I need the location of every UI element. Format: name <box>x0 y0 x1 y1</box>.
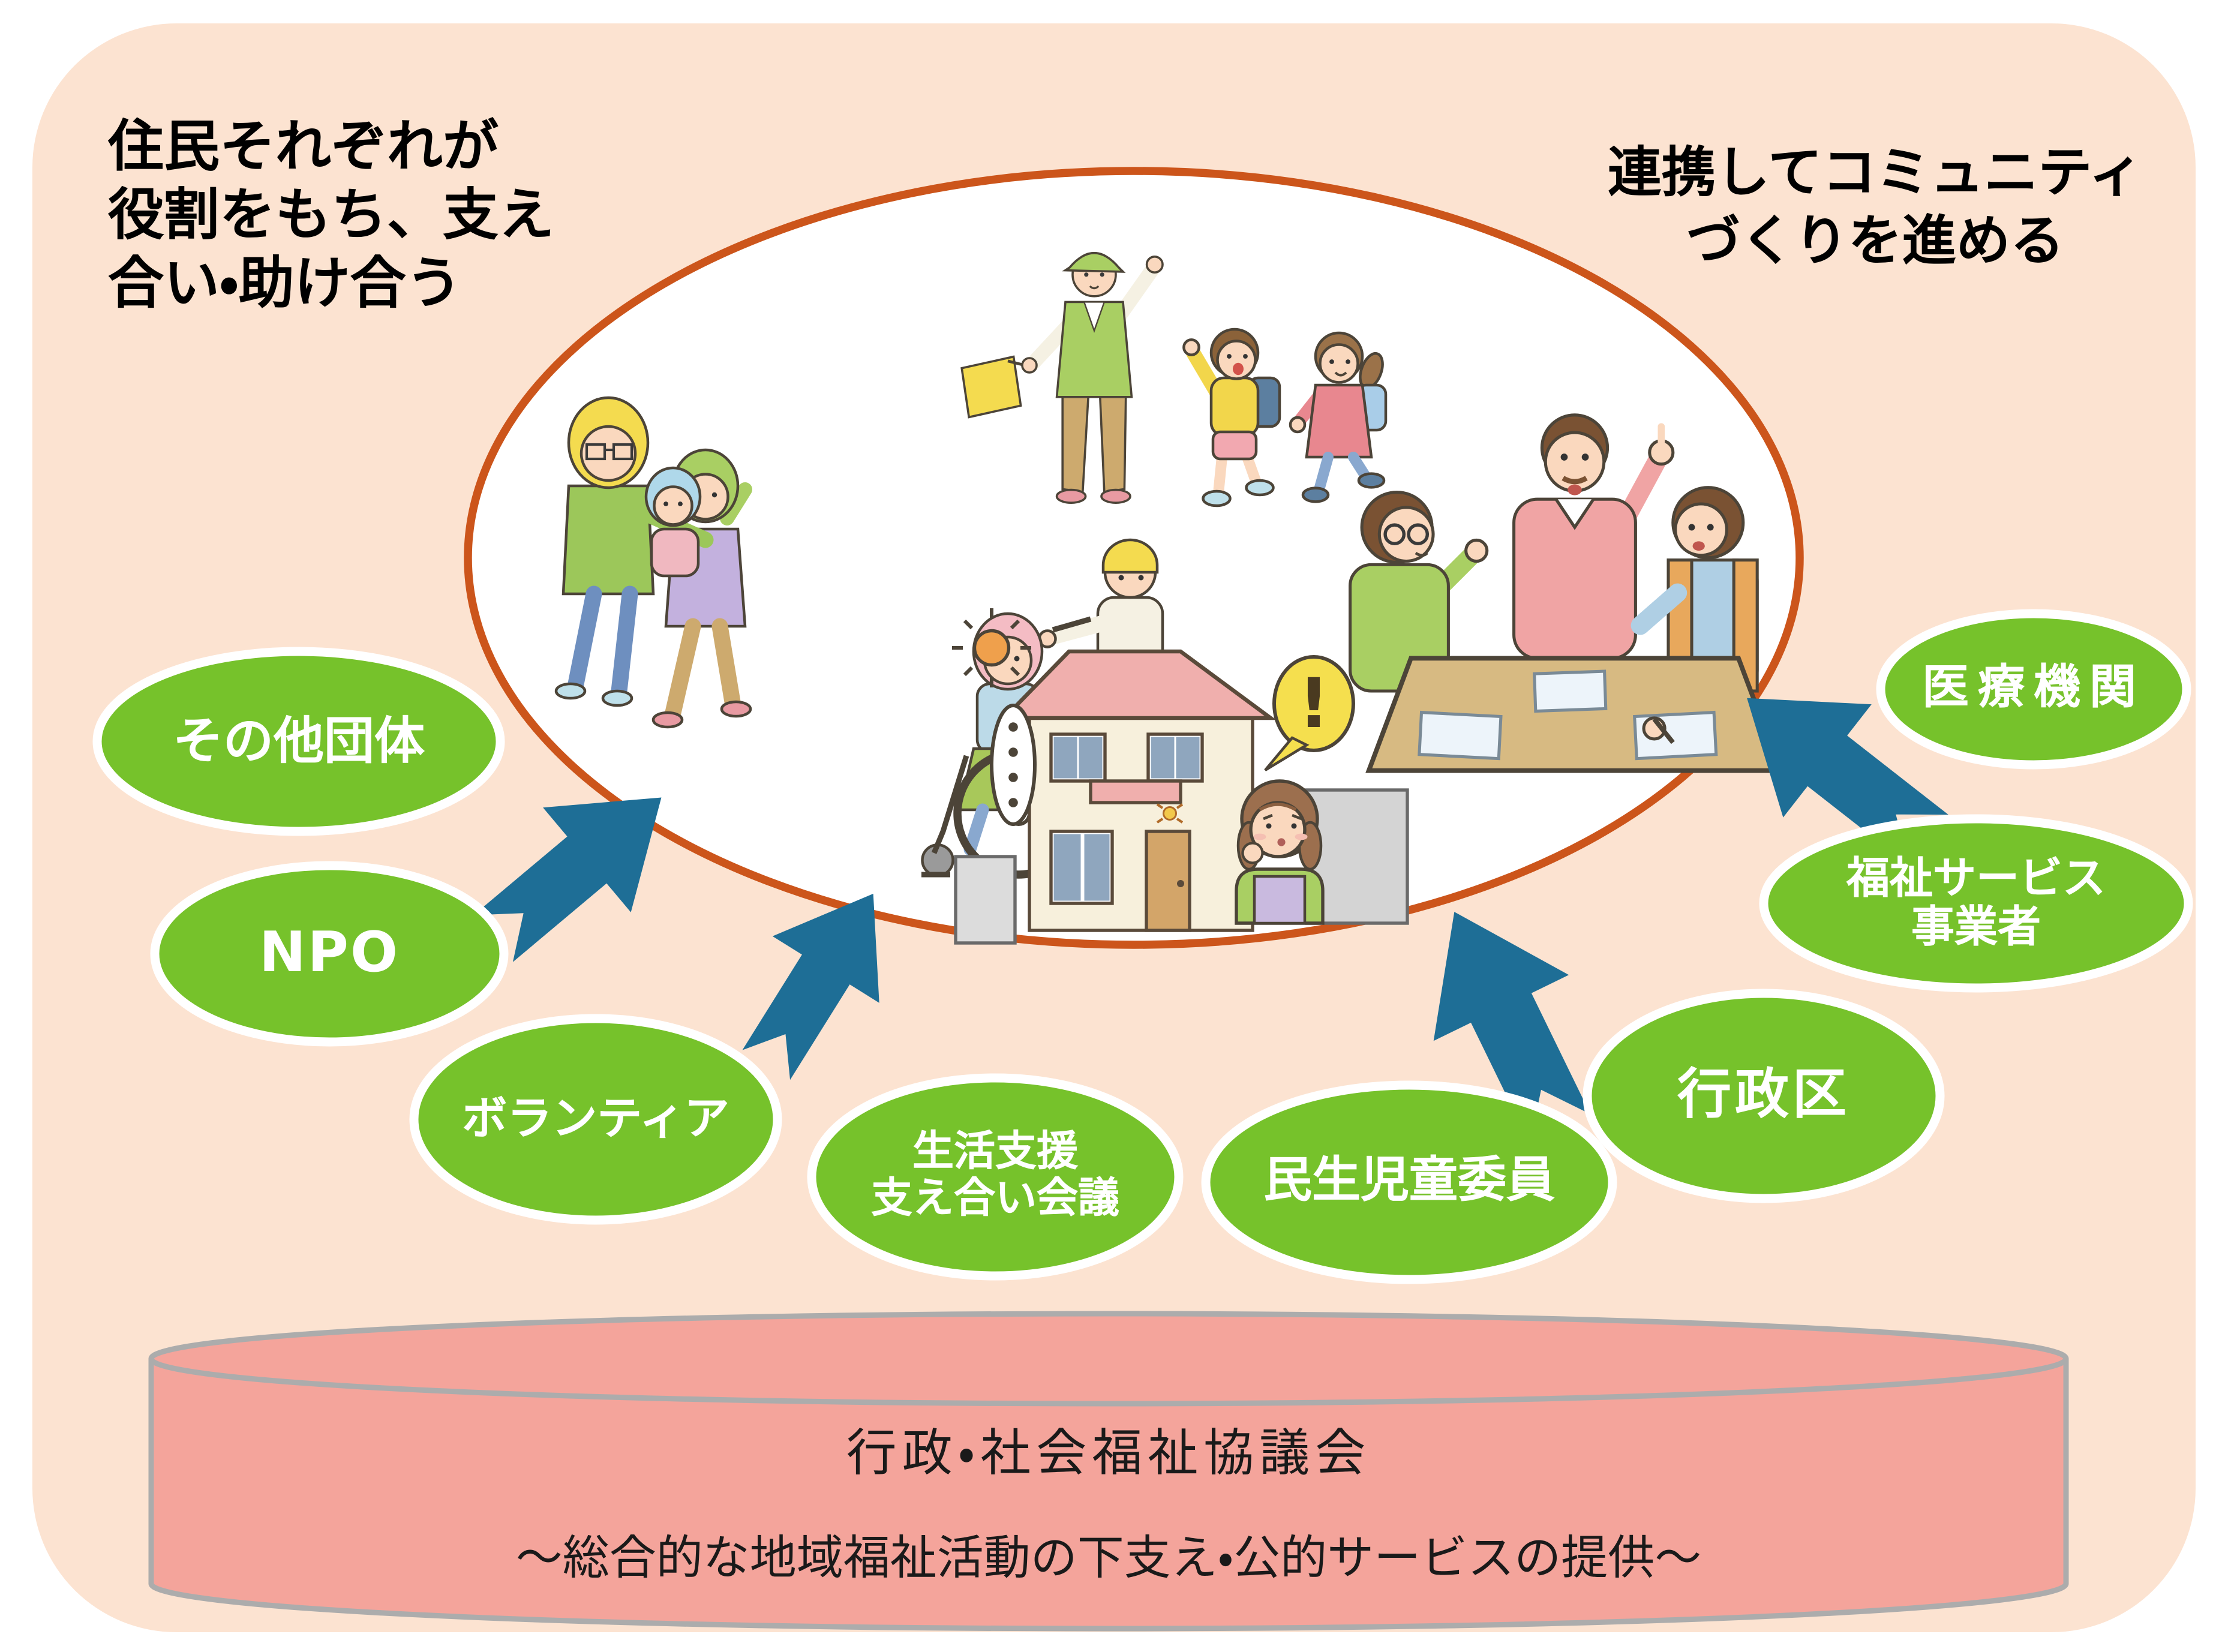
foundation-title: 行政・社会福祉協議会 <box>846 1423 1371 1483</box>
org-label-volunteer: ボランティア <box>462 1092 729 1145</box>
org-ellipse-medical-institutions <box>1876 609 2191 770</box>
org-label-life-support-line-1: 生活支援 <box>912 1128 1078 1176</box>
fence-left <box>954 855 1017 945</box>
org-label-welfare-service-providers: 福祉サービス 事業者 <box>1846 853 2106 952</box>
org-label-provider-line-1: 福祉サービス <box>1846 853 2106 904</box>
heading-residents-line-3: 合い・助け合う <box>108 251 462 316</box>
schoolgirl-illustration <box>1289 331 1388 503</box>
org-label-provider-line-2: 事業者 <box>1911 902 2041 952</box>
org-ellipse-welfare-service-providers <box>1759 814 2193 993</box>
org-ellipse-npo <box>150 861 509 1047</box>
org-label-npo: NPO <box>259 920 400 986</box>
heading-residents-line-1: 住民それぞれが <box>108 115 499 180</box>
sun-icon <box>952 608 1031 687</box>
heading-community-building: 連携してコミュニティ づくりを進める <box>1541 140 2210 277</box>
schoolboy-illustration <box>1182 328 1281 507</box>
crossing-guard-illustration <box>960 251 1164 504</box>
heading-community-line-2: づくりを進める <box>1686 210 2064 274</box>
org-label-life-support-council: 生活支援 支え合い会議 <box>871 1128 1119 1224</box>
foundation-subtitle: ～総合的な地域福祉活動の下支え・公的サービスの提供～ <box>515 1532 1702 1587</box>
org-label-other-groups: その他団体 <box>172 711 425 771</box>
org-ellipse-welfare-commissioners <box>1201 1080 1617 1284</box>
exclamation-bubble-icon: ! <box>1264 655 1355 771</box>
heading-community-line-1: 連携してコミュニティ <box>1608 142 2143 205</box>
org-label-administrative-district: 行政区 <box>1677 1064 1850 1127</box>
heading-residents-line-2: 役割をもち、支え <box>108 183 554 248</box>
house-illustration <box>954 649 1409 945</box>
community-meeting-illustration <box>1349 413 1784 773</box>
evacuation-group-illustration <box>554 396 752 729</box>
org-ellipse-other-groups <box>92 647 505 836</box>
heading-residents-roles: 住民それぞれが 役割をもち、支え 合い・助け合う <box>108 115 554 319</box>
org-label-life-support-line-2: 支え合い会議 <box>871 1175 1119 1222</box>
worried-woman-illustration <box>1235 779 1325 925</box>
org-label-medical-institutions: 医療機関 <box>1921 661 2146 716</box>
org-ellipse-volunteer <box>409 1014 782 1225</box>
org-ellipse-administrative-district <box>1583 989 1945 1203</box>
exclamation-mark: ! <box>1298 663 1329 743</box>
org-label-welfare-commissioners: 民生児童委員 <box>1263 1153 1555 1209</box>
foundation-cylinder <box>148 1311 2069 1632</box>
org-ellipse-life-support-council <box>807 1073 1184 1281</box>
thought-bubble-icon <box>990 704 1037 826</box>
